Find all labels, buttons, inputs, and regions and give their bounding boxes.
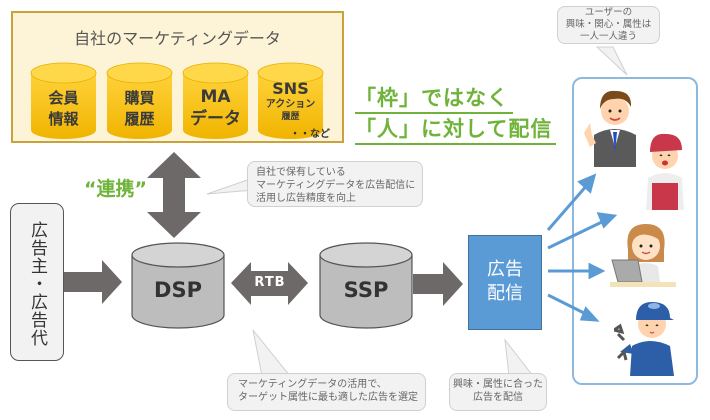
- advertiser-box: 広告主・広告代理店: [10, 203, 64, 361]
- callout-line: ユーザーの: [584, 7, 633, 18]
- rtb-double-arrow-icon: [231, 262, 308, 305]
- cylinder-icon: [131, 242, 225, 329]
- dsp-label: DSP: [154, 278, 202, 302]
- arrow-right-icon: [64, 260, 122, 304]
- source-label-line3: 履歴: [281, 112, 300, 122]
- source-label-line1: SNS: [272, 79, 309, 98]
- callout-line: ターゲット属性に最も適した広告を選定: [238, 392, 418, 403]
- delivery-callout: 興味・属性に合った 広告を配信: [449, 373, 547, 411]
- data-source-purchase-history: 購買 履歴: [106, 62, 173, 140]
- delivery-callout-tail: [504, 338, 535, 377]
- callout-line: 一人一人違う: [579, 31, 637, 42]
- source-label-line2: データ: [190, 109, 241, 129]
- cylinder-icon: [182, 62, 249, 139]
- slogan-line1: 「枠」ではなく: [355, 82, 513, 114]
- arrow-head-icon: [596, 212, 618, 229]
- dsp-callout: マーケティングデータの活用で、 ターゲット属性に最も適した広告を選定: [227, 373, 426, 411]
- users-callout: ユーザーの 興味・関心・属性は 一人一人違う: [557, 6, 660, 44]
- slogan-line2: 「人」に対して配信: [355, 113, 557, 145]
- callout-line: 興味・属性に合った: [453, 379, 543, 390]
- advertiser-label: 広告主・広告代理店: [27, 221, 47, 347]
- marketing-data-title: 自社のマーケティングデータ: [74, 29, 281, 48]
- rtb-label: RTB: [254, 275, 286, 290]
- callout-line: マーケティングデータの活用で、: [238, 379, 387, 390]
- arrow-head-icon: [588, 262, 606, 280]
- data-source-ma-data: MA データ: [182, 62, 249, 140]
- callout-line: 興味・関心・属性は: [565, 19, 652, 30]
- callout-line: 自社で保有している: [256, 167, 346, 178]
- arrow-head-icon: [577, 173, 597, 194]
- ssp-cylinder: SSP: [319, 242, 413, 330]
- link-double-arrow-icon: [147, 152, 201, 238]
- cylinder-icon: [319, 242, 413, 329]
- callout-line: 広告を配信: [473, 392, 523, 403]
- businessman-icon: [584, 90, 636, 167]
- source-label-line1: 購買: [124, 89, 155, 107]
- data-source-sns-history: SNS アクション 履歴: [257, 62, 324, 140]
- data-source-member-info: 会員 情報: [30, 62, 97, 140]
- office-worker-icon: [610, 224, 676, 287]
- mechanic-icon: [614, 302, 674, 376]
- ad-delivery-label-line1: 広告: [487, 259, 523, 280]
- ad-delivery-box: 広告 配信: [468, 235, 542, 330]
- cylinder-icon: [106, 62, 173, 139]
- arrow-head-icon: [579, 306, 600, 322]
- cylinder-icon: [30, 62, 97, 139]
- integration-callout: 自社で保有している マーケティングデータを広告配信に 活用し広告精度を向上: [247, 161, 423, 207]
- ad-delivery-label-line2: 配信: [487, 283, 523, 304]
- source-label-line2: 履歴: [124, 110, 155, 128]
- etc-label: ・・など: [290, 129, 330, 140]
- cylinder-icon: [257, 62, 324, 139]
- dsp-callout-tail: [252, 329, 292, 377]
- arrow-right-icon: [413, 262, 463, 306]
- shop-clerk-icon: [646, 133, 684, 210]
- source-label-line2: 情報: [48, 110, 79, 128]
- users-callout-tail: [595, 46, 628, 76]
- callout-line: 活用し広告精度を向上: [256, 193, 356, 204]
- dsp-cylinder: DSP: [131, 242, 225, 330]
- source-label-line1: 会員: [48, 89, 79, 107]
- marketing-data-panel: 自社のマーケティングデータ 会員 情報 購買 履歴: [11, 11, 344, 143]
- source-label-line1: MA: [200, 87, 231, 107]
- ssp-label: SSP: [343, 278, 389, 302]
- link-label: “連携”: [84, 178, 147, 200]
- delivery-arrows: [546, 173, 618, 322]
- callout-line: マーケティングデータを広告配信に: [256, 180, 416, 191]
- source-label-line2: アクション: [265, 99, 316, 110]
